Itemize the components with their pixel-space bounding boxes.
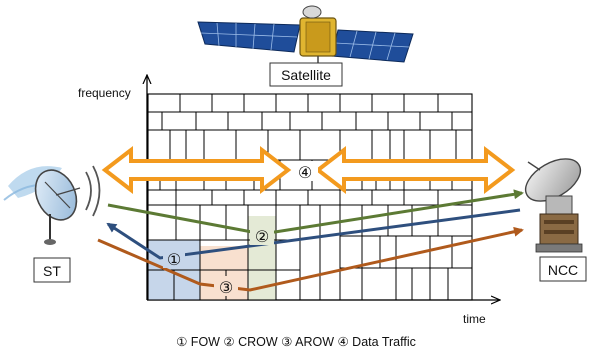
crow-marker-bg [250, 225, 274, 245]
satellite-label-box [269, 62, 343, 87]
ground-station-antenna-icon [524, 158, 583, 253]
satellite-left-panel [197, 21, 301, 53]
fow-arrow [106, 208, 521, 260]
frequency-axis-label: frequency [78, 86, 131, 100]
st-label-box [33, 257, 71, 283]
crow-marker: ② [255, 229, 269, 246]
data-traffic-marker-box [292, 161, 318, 181]
ncc-label-box [539, 256, 587, 282]
satellite-dish-terminal-icon [3, 165, 101, 245]
fow-marker-bg [163, 248, 185, 268]
arow-marker-bg [214, 276, 238, 296]
st-label: ST [43, 263, 61, 279]
legend-caption: ① FOW ② CROW ③ AROW ④ Data Traffic [176, 335, 416, 349]
mf-tdma-frame-grid [147, 93, 473, 301]
satellite-label: Satellite [281, 67, 331, 83]
data-traffic-arrow-left [101, 145, 292, 195]
crow-arrow [107, 189, 524, 234]
data-traffic-arrow-right [314, 145, 516, 195]
fow-marker: ① [167, 252, 181, 269]
data-traffic-marker: ④ [298, 165, 312, 182]
arow-marker: ③ [219, 280, 233, 297]
time-axis-label: time [463, 312, 486, 326]
ncc-label: NCC [548, 262, 578, 278]
satellite-icon [197, 5, 414, 72]
